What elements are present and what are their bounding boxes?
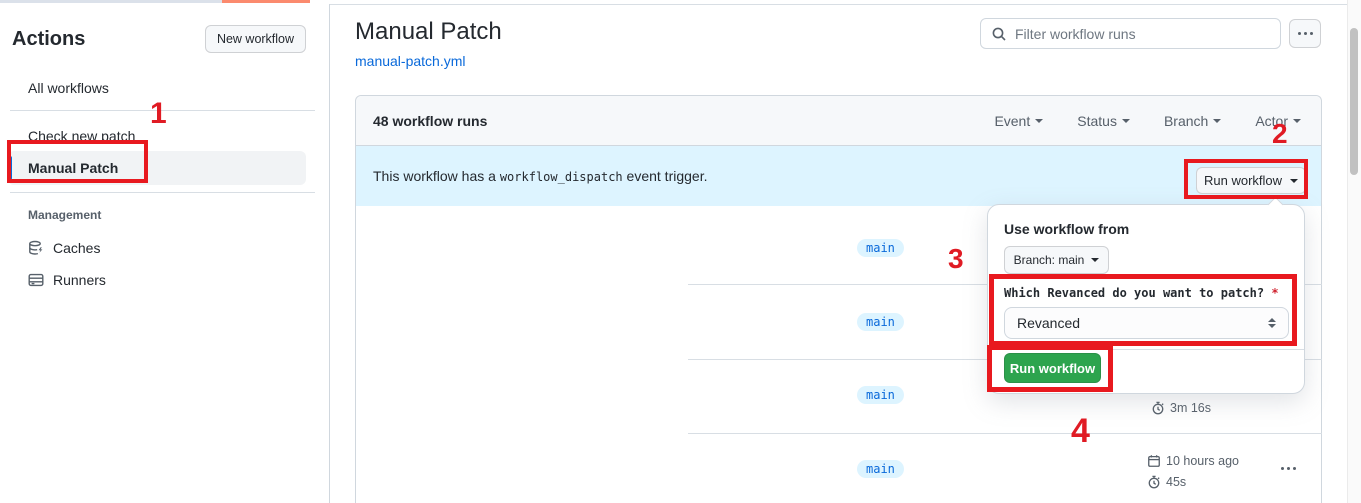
filter-event[interactable]: Event [994, 112, 1044, 129]
top-strip-gray [0, 0, 222, 3]
run-workflow-dropdown-button[interactable]: Run workflow [1196, 167, 1306, 194]
revanced-select[interactable]: Revanced [1004, 307, 1289, 339]
branch-select-button[interactable]: Branch: main [1004, 246, 1109, 274]
branch-select-label: Branch: main [1013, 253, 1085, 267]
branch-badge[interactable]: main [857, 460, 904, 478]
popup-title: Use workflow from [1004, 221, 1130, 237]
filter-branch[interactable]: Branch [1163, 112, 1222, 129]
workflow-input-label: Which Revanced do you want to patch? * [1004, 286, 1279, 300]
selected-indicator-bar [8, 156, 12, 180]
runs-filters: Event Status Branch Actor [994, 113, 1301, 129]
sidebar-item-label: Manual Patch [28, 160, 119, 176]
caches-icon [28, 240, 44, 256]
required-asterisk: * [1271, 286, 1279, 300]
chevron-down-icon [1290, 178, 1299, 187]
chevron-down-icon [1091, 258, 1100, 266]
select-updown-icon [1268, 318, 1276, 328]
sidebar-item-label: Check new patch [28, 128, 136, 144]
filter-label: Status [1077, 112, 1117, 129]
duration-label: 3m 16s [1170, 401, 1211, 415]
workflow-file-link[interactable]: manual-patch.yml [355, 53, 466, 69]
kebab-icon [1297, 32, 1313, 35]
run-time: 10 hours ago [1147, 454, 1239, 468]
branch-badge[interactable]: main [857, 313, 904, 331]
stopwatch-icon [1151, 401, 1165, 415]
sidebar-item-caches[interactable]: Caches [8, 233, 306, 263]
filter-label: Event [994, 112, 1031, 129]
sidebar-item-check-new-patch[interactable]: Check new patch [8, 121, 306, 151]
runs-count: 48 workflow runs [373, 112, 488, 129]
run-workflow-submit-button[interactable]: Run workflow [1004, 353, 1101, 383]
branch-badge[interactable]: main [857, 239, 904, 257]
banner-text: This workflow has a workflow_dispatch ev… [373, 168, 708, 184]
top-strip-salmon [222, 0, 310, 3]
sidebar-divider [10, 110, 315, 111]
time-label: 10 hours ago [1166, 454, 1239, 468]
chevron-down-icon [1213, 118, 1222, 127]
run-kebab-menu-button[interactable] [1281, 467, 1296, 470]
chevron-down-icon [1121, 118, 1130, 127]
filter-actor[interactable]: Actor [1255, 113, 1301, 129]
stopwatch-icon [1147, 475, 1161, 489]
workflow-dispatch-code: workflow_dispatch [499, 170, 623, 184]
run-duration: 45s [1147, 475, 1186, 489]
select-value: Revanced [1017, 315, 1081, 331]
filter-label: Branch [1163, 112, 1209, 129]
runners-icon [28, 272, 44, 288]
branch-badge[interactable]: main [857, 386, 904, 404]
top-hairline [310, 4, 1347, 5]
calendar-icon [1147, 454, 1161, 468]
sidebar-title: Actions [12, 28, 86, 50]
actions-sidebar: Actions New workflow All workflows Check… [0, 4, 330, 503]
page-scrollbar-thumb[interactable] [1350, 28, 1358, 175]
sidebar-item-runners[interactable]: Runners [8, 265, 306, 295]
sidebar-item-manual-patch[interactable]: Manual Patch [8, 151, 306, 185]
chevron-down-icon [1035, 118, 1044, 127]
filter-runs-searchbox[interactable] [980, 18, 1281, 49]
duration-label: 45s [1166, 475, 1187, 489]
workflow-dispatch-banner: This workflow has a workflow_dispatch ev… [356, 146, 1321, 206]
search-input[interactable] [1015, 25, 1270, 42]
filter-label: Actor [1255, 112, 1288, 129]
sidebar-divider [10, 192, 315, 193]
sidebar-item-all-workflows[interactable]: All workflows [8, 73, 306, 103]
sidebar-item-label: Runners [53, 272, 106, 288]
page-title: Manual Patch [355, 18, 502, 45]
run-workflow-label: Run workflow [1203, 173, 1283, 188]
popup-divider [988, 349, 1304, 350]
run-duration: 3m 16s [1151, 401, 1211, 415]
sidebar-item-label: Caches [53, 240, 101, 256]
new-workflow-button[interactable]: New workflow [205, 25, 306, 53]
run-workflow-popup: Use workflow from Branch: main Which Rev… [987, 204, 1305, 394]
filter-status[interactable]: Status [1077, 113, 1130, 129]
row-divider [688, 433, 1322, 434]
chevron-down-icon [1293, 118, 1301, 127]
management-section-label: Management [28, 208, 102, 222]
search-icon [991, 26, 1007, 42]
runs-panel-header: 48 workflow runs Event Status Branch Act… [356, 96, 1321, 146]
sidebar-item-label: All workflows [28, 80, 109, 96]
page-kebab-menu-button[interactable] [1289, 19, 1321, 48]
